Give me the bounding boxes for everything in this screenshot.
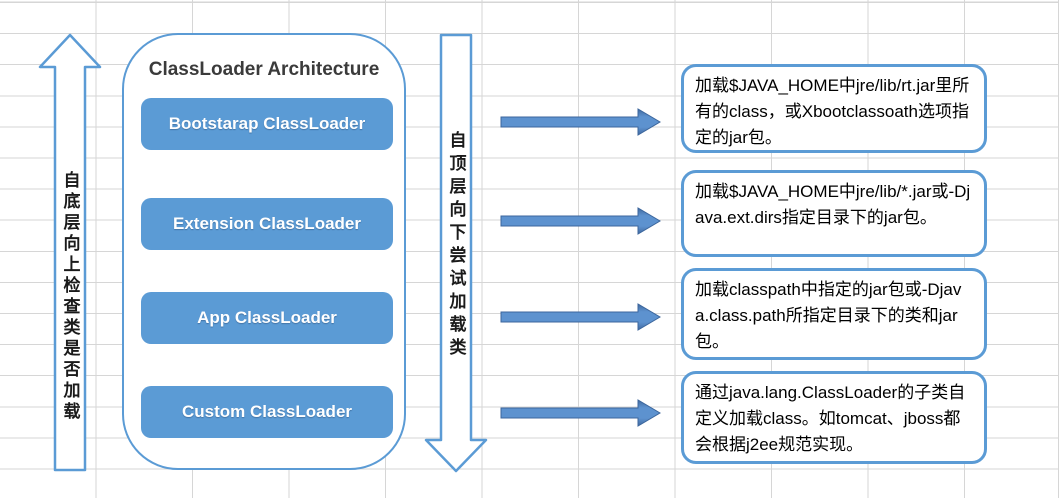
flow-arrow-1 <box>500 108 661 136</box>
description-box-custom: 通过java.lang.ClassLoader的子类自定义加载class。如to… <box>681 371 987 464</box>
loader-box-custom: Custom ClassLoader <box>141 386 393 438</box>
description-box-bootstrap: 加载$JAVA_HOME中jre/lib/rt.jar里所有的class，或Xb… <box>681 64 987 153</box>
top-down-arrow-label: 自顶层向下尝试加载类 <box>446 131 466 361</box>
description-box-extension: 加载$JAVA_HOME中jre/lib/*.jar或-Djava.ext.di… <box>681 170 987 257</box>
bottom-up-arrow-label: 自底层向上检查类是否加载 <box>60 171 80 423</box>
loader-box-app: App ClassLoader <box>141 292 393 344</box>
flow-arrow-3 <box>500 303 661 331</box>
panel-title: ClassLoader Architecture <box>148 59 380 80</box>
description-box-app: 加载classpath中指定的jar包或-Djava.class.path所指定… <box>681 268 987 360</box>
classloader-architecture-panel: ClassLoader Architecture Bootstarap Clas… <box>122 33 406 470</box>
flow-arrow-2 <box>500 207 661 235</box>
loader-box-bootstrap: Bootstarap ClassLoader <box>141 98 393 150</box>
loader-box-extension: Extension ClassLoader <box>141 198 393 250</box>
flow-arrow-4 <box>500 399 661 427</box>
